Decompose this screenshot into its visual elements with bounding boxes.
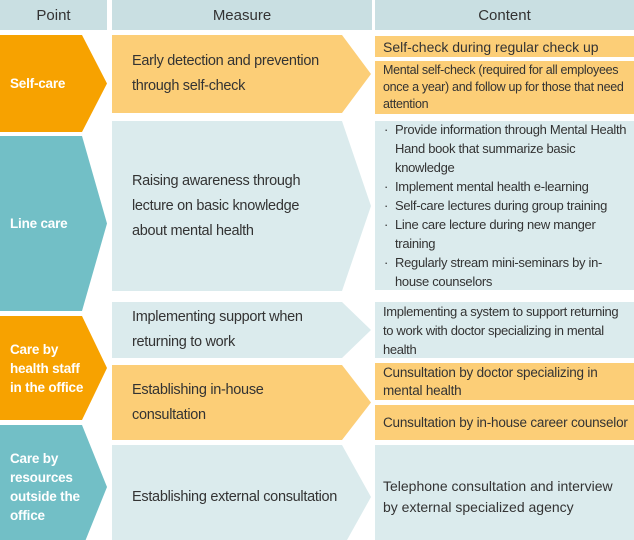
list-item: · Provide information through Mental Hea… (383, 120, 629, 177)
point-arrow-label: Self-care (10, 76, 66, 91)
content-box-consultation-doctor: Cunsultation by doctor specializing in m… (375, 363, 634, 400)
content-text: Cunsultation by doctor specializing in m… (383, 364, 598, 398)
list-item-text: Implement mental health e-learning (395, 179, 589, 194)
content-text: Self-check during regular check up (383, 38, 599, 55)
list-item: · Regularly stream mini-seminars by in-h… (383, 253, 629, 291)
point-arrow-label: Care by resources outside the office (10, 451, 80, 523)
column-header-point: Point (0, 0, 107, 30)
point-arrow-line-care: Line care (0, 136, 107, 311)
content-box-consultation-career-counselor: Cunsultation by in-house career counselo… (375, 405, 634, 440)
content-text: Implementing a system to support returni… (383, 303, 619, 357)
column-header-content: Content (375, 0, 634, 30)
measure-arrow-early-detection: Early detection and prevention through s… (112, 35, 371, 113)
point-arrow-self-care: Self-care (0, 35, 107, 132)
column-header-point-label: Point (36, 6, 71, 24)
column-header-measure-label: Measure (212, 6, 272, 24)
measure-arrow-external-consultation: Establishing external consultation (112, 445, 371, 540)
measure-arrow-raising-awareness: Raising awareness through lecture on bas… (112, 121, 371, 291)
content-box-telephone-consultation: Telephone consultation and interview by … (375, 445, 634, 540)
bullet-dot: · (384, 255, 389, 270)
content-box-return-to-work-system: Implementing a system to support returni… (375, 302, 634, 358)
measure-arrow-return-to-work-support: Implementing support when returning to w… (112, 302, 371, 358)
column-header-measure: Measure (112, 0, 372, 30)
column-header-content-label: Content (478, 6, 531, 24)
measure-text: Raising awareness through lecture on bas… (132, 172, 301, 239)
list-item-text: Self-care lectures during group training (395, 198, 608, 213)
measure-text: Establishing external consultation (132, 488, 338, 505)
content-text: Telephone consultation and interview by … (383, 478, 613, 515)
list-item: · Self-care lectures during group traini… (383, 196, 629, 215)
point-arrow-care-by-outside-resources: Care by resources outside the office (0, 425, 107, 540)
measure-text: Establishing in-house consultation (132, 381, 264, 423)
measure-text: Implementing support when returning to w… (132, 309, 303, 350)
bullet-dot: · (384, 217, 389, 232)
bullet-dot: · (384, 122, 389, 137)
content-box-awareness-bullet-list: · Provide information through Mental Hea… (375, 121, 634, 290)
list-item: · Implement mental health e-learning (383, 177, 629, 196)
content-text: Mental self-check (required for all empl… (383, 63, 624, 111)
measure-text: Early detection and prevention through s… (132, 53, 319, 94)
point-arrow-label: Line care (10, 216, 68, 231)
bullet-list: · Provide information through Mental Hea… (383, 120, 629, 291)
list-item-text: Line care lecture during new manger trai… (395, 217, 596, 251)
measure-arrow-in-house-consultation: Establishing in-house consultation (112, 365, 371, 440)
bullet-dot: · (384, 179, 389, 194)
point-arrow-care-by-health-staff: Care by health staff in the office (0, 316, 107, 420)
content-box-mental-self-check: Mental self-check (required for all empl… (375, 61, 634, 114)
list-item-text: Provide information through Mental Healt… (395, 122, 627, 175)
list-item-text: Regularly stream mini-seminars by in-hou… (395, 255, 603, 289)
content-text: Cunsultation by in-house career counselo… (383, 414, 628, 430)
point-arrow-label: Care by health staff in the office (10, 341, 84, 395)
bullet-dot: · (384, 198, 389, 213)
content-box-self-check-regular: Self-check during regular check up (375, 36, 634, 57)
list-item: · Line care lecture during new manger tr… (383, 215, 629, 253)
